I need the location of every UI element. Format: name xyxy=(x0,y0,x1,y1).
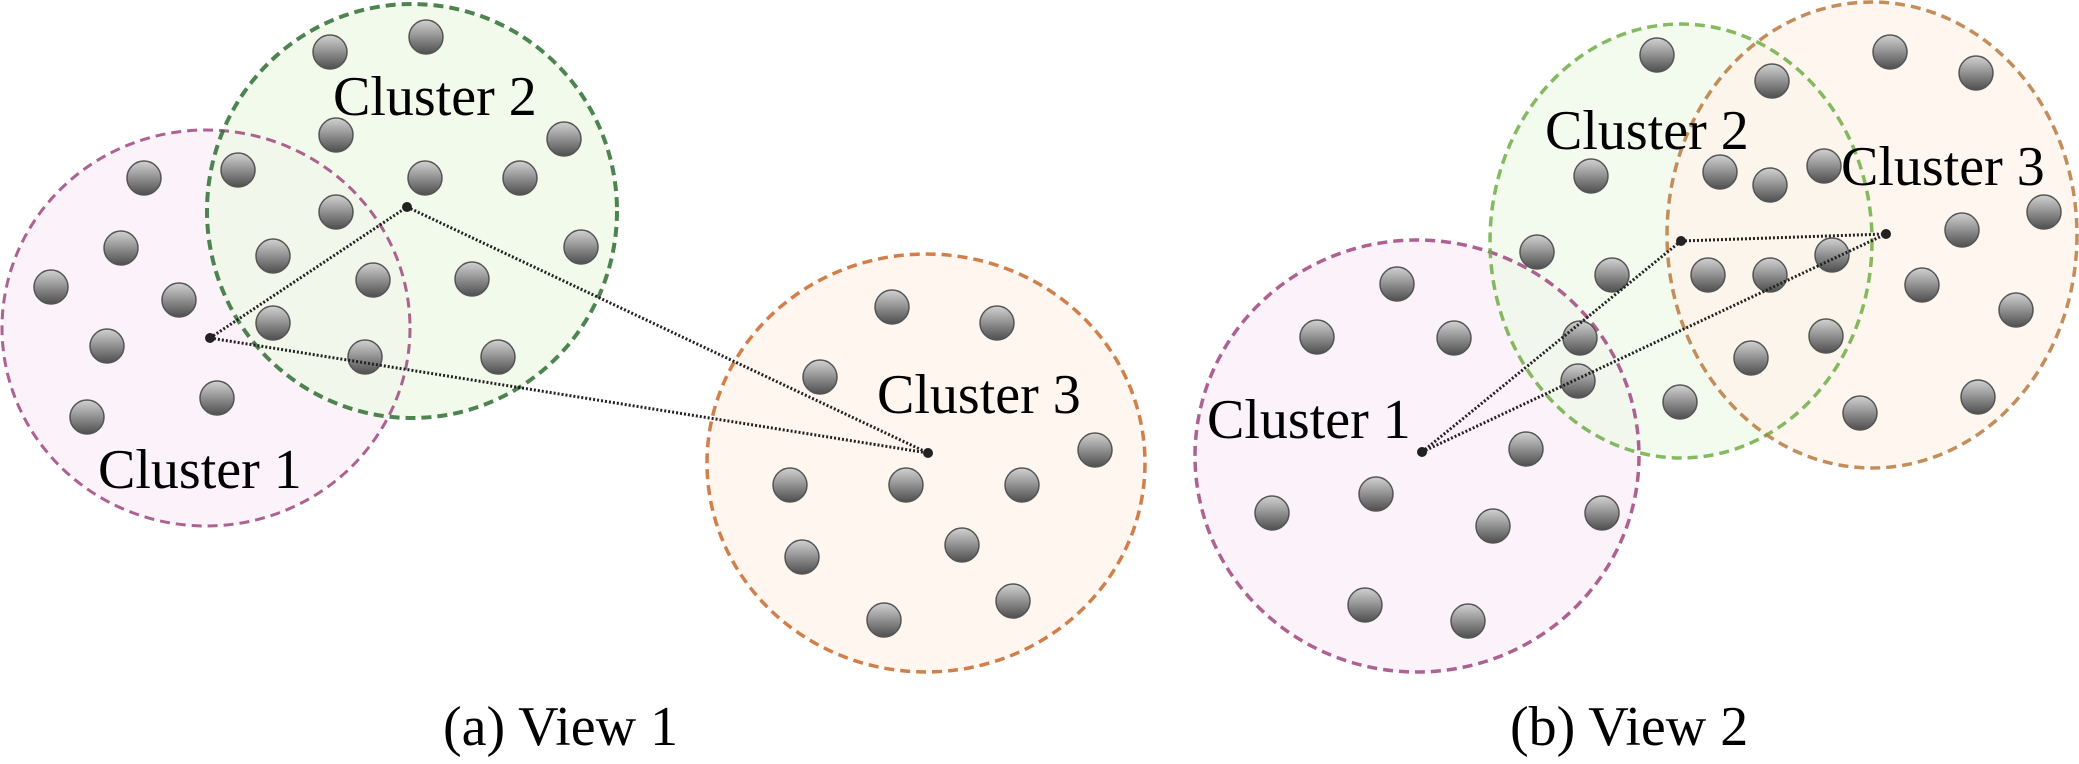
view2-cluster-2-data-point xyxy=(1639,37,1675,73)
view1-cluster-3-data-point xyxy=(784,539,820,575)
view2-cluster-3-data-point xyxy=(1904,267,1940,303)
view1-cluster-3-boundary xyxy=(705,252,1147,674)
view2-cluster-3-centroid xyxy=(1881,229,1891,239)
view1-cluster-2-data-point xyxy=(454,261,490,297)
view1-cluster-3-data-point xyxy=(979,305,1015,341)
view1-centroid-link-1-3 xyxy=(209,336,929,455)
view1-cluster-2-centroid xyxy=(402,202,412,212)
view1-cluster-2-data-point xyxy=(407,160,443,196)
view2-cluster-1-data-point xyxy=(1358,476,1394,512)
view2-cluster-1-data-point xyxy=(1508,431,1544,467)
view1-cluster-3-label: Cluster 3 xyxy=(877,364,1081,426)
view1-cluster-2-data-point xyxy=(318,194,354,230)
view2-cluster-3-label: Cluster 3 xyxy=(1841,136,2045,198)
view2-cluster-3-data-point xyxy=(1733,340,1769,376)
view1-cluster-2-data-point xyxy=(347,339,383,375)
view2-cluster-1-data-point xyxy=(1584,495,1620,531)
view2-cluster-3-data-point xyxy=(2026,194,2062,230)
view2-cluster-3-data-point xyxy=(1754,63,1790,99)
view1-cluster-2-data-point xyxy=(546,121,582,157)
view1-cluster-3-data-point xyxy=(802,359,838,395)
view2-cluster-2-data-point xyxy=(1594,257,1630,293)
view1-cluster-2-data-point xyxy=(408,19,444,55)
view2-cluster-3-data-point xyxy=(1842,395,1878,431)
view1-cluster-1-label: Cluster 1 xyxy=(98,439,302,501)
view2-centroid-link-1-3 xyxy=(1421,232,1887,454)
view2-cluster-3-data-point xyxy=(1944,212,1980,248)
view1-cluster-1-data-point xyxy=(161,282,197,318)
view2-cluster-2-data-point xyxy=(1562,320,1598,356)
view2-cluster-1-centroid xyxy=(1417,447,1427,457)
view1-cluster-2-boundary xyxy=(205,2,619,420)
view2-cluster-3-data-point xyxy=(1702,154,1738,190)
view2-cluster-3-data-point xyxy=(1806,148,1842,184)
view1-cluster-1-data-point xyxy=(89,328,125,364)
view2-cluster-3-boundary xyxy=(1665,0,2079,470)
view2-cluster-3-data-point xyxy=(1690,257,1726,293)
view1-cluster-3-centroid xyxy=(923,448,933,458)
view1-cluster-1-data-point xyxy=(126,160,162,196)
view2-cluster-2-data-point xyxy=(1662,384,1698,420)
view2-cluster-3-data-point xyxy=(1752,167,1788,203)
view2-cluster-1-data-point xyxy=(1450,603,1486,639)
view2-cluster-3-data-point xyxy=(1752,257,1788,293)
view1-caption: (a) View 1 xyxy=(443,696,678,758)
view1-cluster-2-label: Cluster 2 xyxy=(333,66,537,128)
view1-cluster-3-data-point xyxy=(995,583,1031,619)
view1-cluster-3-data-point xyxy=(772,467,808,503)
view2-cluster-1-data-point xyxy=(1475,508,1511,544)
view1-cluster-1-data-point xyxy=(33,269,69,305)
view1-cluster-3-region xyxy=(707,254,1145,672)
view2-cluster-1-data-point xyxy=(1299,319,1335,355)
view1-cluster-2-data-point xyxy=(255,305,291,341)
view1-cluster-2-data-point xyxy=(220,152,256,188)
view2-cluster-2-data-point xyxy=(1573,158,1609,194)
view1-cluster-3-data-point xyxy=(874,289,910,325)
view1-cluster-2-data-point xyxy=(355,262,391,298)
view1-cluster-3-data-point xyxy=(944,527,980,563)
view1-cluster-3-data-point xyxy=(1004,467,1040,503)
view2-cluster-3-data-point xyxy=(1872,34,1908,70)
view1-centroid-link-1-2 xyxy=(209,205,408,340)
view2-cluster-1-data-point xyxy=(1436,320,1472,356)
view2-cluster-3-data-point xyxy=(1808,318,1844,354)
view2-cluster-3-data-point xyxy=(1958,55,1994,91)
view2-cluster-1-data-point xyxy=(1254,495,1290,531)
view1-cluster-1-centroid xyxy=(205,333,215,343)
view2-cluster-1-boundary xyxy=(1193,238,1641,674)
view1-cluster-2-data-point xyxy=(502,160,538,196)
view1-cluster-3-data-point xyxy=(1077,432,1113,468)
view2-cluster-2-centroid xyxy=(1676,236,1686,246)
view1-cluster-1-data-point xyxy=(103,230,139,266)
view1-cluster-2-data-point xyxy=(480,339,516,375)
view1-centroid-link-2-3 xyxy=(406,205,929,455)
view2-cluster-2-data-point xyxy=(1519,234,1555,270)
view1-cluster-1-data-point xyxy=(69,399,105,435)
view1-cluster-1-boundary xyxy=(0,128,412,528)
view1-cluster-3-data-point xyxy=(888,467,924,503)
view2-cluster-3-data-point xyxy=(1998,292,2034,328)
view2-cluster-1-label: Cluster 1 xyxy=(1207,389,1411,451)
view1-cluster-2-data-point xyxy=(563,229,599,265)
view2-cluster-3-data-point xyxy=(1814,237,1850,273)
view2-cluster-3-data-point xyxy=(1960,379,1996,415)
view1-cluster-2-data-point xyxy=(318,117,354,153)
view2-cluster-2-data-point xyxy=(1560,363,1596,399)
view1-cluster-1-data-point xyxy=(199,380,235,416)
view2-cluster-3-region xyxy=(1667,2,2077,468)
view1-cluster-3-data-point xyxy=(866,602,902,638)
view1-cluster-2-region xyxy=(207,4,617,418)
view2-cluster-1-data-point xyxy=(1379,266,1415,302)
view2-cluster-2-label: Cluster 2 xyxy=(1545,100,1749,162)
view1-cluster-2-data-point xyxy=(255,238,291,274)
view1-cluster-2-data-point xyxy=(312,34,348,70)
view2-cluster-1-data-point xyxy=(1347,587,1383,623)
view2-caption: (b) View 2 xyxy=(1510,696,1748,758)
